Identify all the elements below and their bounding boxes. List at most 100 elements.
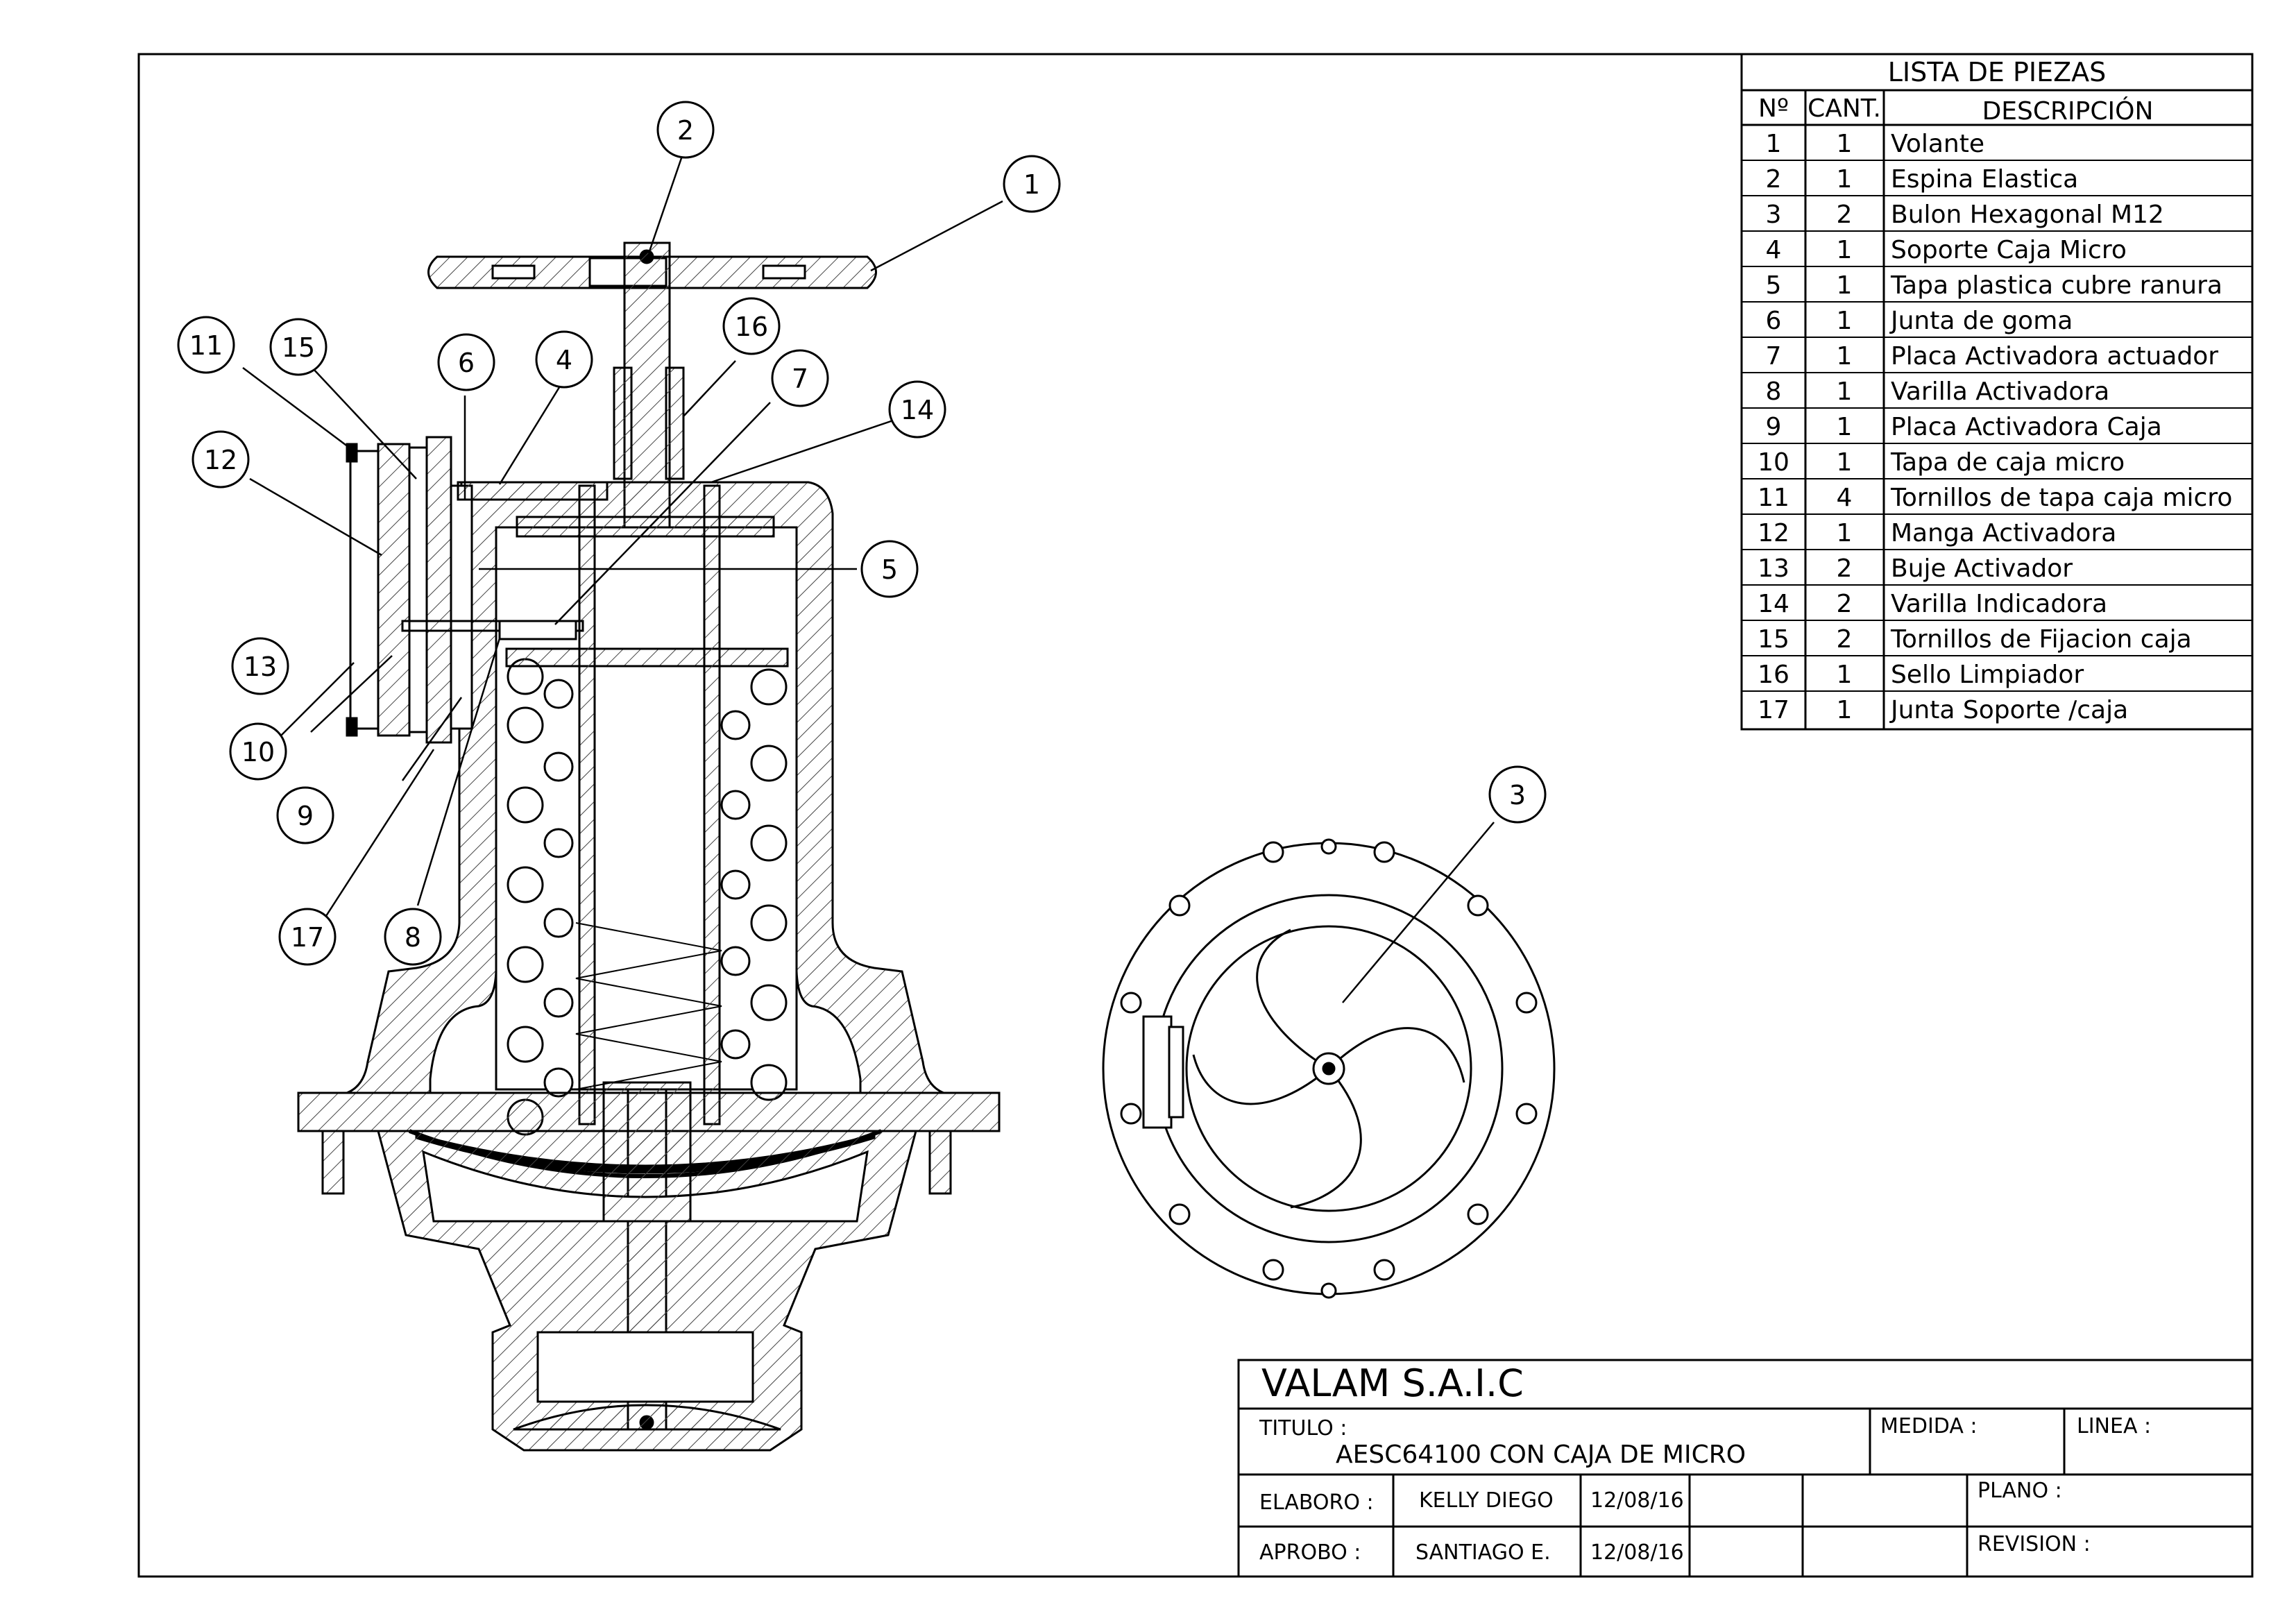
table-row: 1 1 Volante bbox=[1766, 130, 1984, 158]
balloon-11: 11 bbox=[177, 316, 235, 374]
svg-text:Bulon Hexagonal M12: Bulon Hexagonal M12 bbox=[1891, 201, 2164, 229]
svg-text:6: 6 bbox=[1766, 307, 1782, 335]
revision-label: REVISION : bbox=[1978, 1532, 2091, 1556]
svg-text:16: 16 bbox=[1758, 661, 1789, 689]
svg-text:14: 14 bbox=[901, 395, 934, 425]
balloon-16: 16 bbox=[722, 297, 781, 355]
svg-text:16: 16 bbox=[735, 312, 768, 342]
svg-text:Sello Limpiador: Sello Limpiador bbox=[1891, 661, 2084, 689]
svg-text:1: 1 bbox=[1837, 519, 1853, 547]
svg-text:6: 6 bbox=[458, 348, 475, 378]
svg-text:15: 15 bbox=[1758, 625, 1789, 654]
table-row: 16 1 Sello Limpiador bbox=[1758, 661, 2084, 689]
table-row: 3 2 Bulon Hexagonal M12 bbox=[1766, 201, 2164, 229]
plano-label: PLANO : bbox=[1978, 1479, 2062, 1503]
svg-text:1: 1 bbox=[1023, 169, 1040, 200]
svg-text:1: 1 bbox=[1837, 413, 1853, 441]
balloon-8: 8 bbox=[384, 908, 442, 966]
svg-text:1: 1 bbox=[1837, 696, 1853, 724]
svg-text:1: 1 bbox=[1766, 130, 1782, 158]
balloon-7: 7 bbox=[771, 349, 829, 407]
table-row: 6 1 Junta de goma bbox=[1766, 307, 2073, 335]
svg-text:Tornillos de tapa caja micro: Tornillos de tapa caja micro bbox=[1890, 484, 2232, 512]
balloon-13: 13 bbox=[231, 637, 289, 695]
svg-text:8: 8 bbox=[405, 922, 421, 953]
svg-text:Buje Activador: Buje Activador bbox=[1891, 554, 2073, 583]
company-name: VALAM S.A.I.C bbox=[1261, 1361, 1524, 1405]
balloon-17: 17 bbox=[278, 908, 337, 966]
balloon-1: 1 bbox=[1003, 155, 1061, 213]
svg-text:1: 1 bbox=[1837, 448, 1853, 477]
svg-text:1: 1 bbox=[1837, 165, 1853, 194]
svg-text:Tapa de caja micro: Tapa de caja micro bbox=[1890, 448, 2125, 477]
svg-text:1: 1 bbox=[1837, 271, 1853, 300]
svg-text:1: 1 bbox=[1837, 307, 1853, 335]
balloon-3: 3 bbox=[1488, 765, 1547, 824]
svg-text:2: 2 bbox=[1837, 554, 1853, 583]
svg-text:Volante: Volante bbox=[1891, 130, 1984, 158]
svg-text:Tapa plastica cubre ranura: Tapa plastica cubre ranura bbox=[1890, 271, 2222, 300]
aprobo-name: SANTIAGO E. bbox=[1415, 1540, 1551, 1565]
medida-label: MEDIDA : bbox=[1880, 1414, 1978, 1438]
svg-text:4: 4 bbox=[1766, 236, 1782, 264]
aprobo-date: 12/08/16 bbox=[1590, 1540, 1684, 1565]
svg-text:2: 2 bbox=[1837, 590, 1853, 618]
bolt-holes bbox=[1120, 838, 1538, 1299]
svg-text:2: 2 bbox=[1837, 201, 1853, 229]
titulo-label: TITULO : bbox=[1259, 1416, 1347, 1441]
balloon-15: 15 bbox=[269, 318, 328, 376]
svg-text:Espina Elastica: Espina Elastica bbox=[1891, 165, 2078, 194]
balloon-5: 5 bbox=[860, 540, 919, 598]
svg-text:4: 4 bbox=[1837, 484, 1853, 512]
balloon-6: 6 bbox=[437, 333, 495, 391]
svg-text:12: 12 bbox=[1758, 519, 1789, 547]
balloon-12: 12 bbox=[192, 430, 250, 488]
svg-text:12: 12 bbox=[204, 445, 237, 475]
balloon-4: 4 bbox=[535, 330, 593, 389]
svg-text:14: 14 bbox=[1758, 590, 1789, 618]
svg-text:2: 2 bbox=[1766, 165, 1782, 194]
linea-label: LINEA : bbox=[2077, 1414, 2151, 1438]
table-row: 12 1 Manga Activadora bbox=[1758, 519, 2116, 547]
svg-text:Manga Activadora: Manga Activadora bbox=[1891, 519, 2116, 547]
svg-text:1: 1 bbox=[1837, 130, 1853, 158]
table-row: 5 1 Tapa plastica cubre ranura bbox=[1766, 271, 2222, 300]
svg-text:4: 4 bbox=[556, 345, 572, 375]
parts-list-title: LISTA DE PIEZAS bbox=[1888, 57, 2106, 87]
leader-lines bbox=[242, 155, 1495, 1003]
header-description: DESCRIPCIÓN bbox=[1982, 96, 2154, 126]
svg-text:1: 1 bbox=[1837, 661, 1853, 689]
header-number: Nº bbox=[1758, 94, 1789, 123]
sheet-border bbox=[137, 53, 2254, 1578]
balloon-10: 10 bbox=[229, 722, 287, 781]
parts-list-table bbox=[1740, 53, 2254, 731]
titulo-value: AESC64100 CON CAJA DE MICRO bbox=[1336, 1441, 1746, 1469]
svg-text:Tornillos de Fijacion caja: Tornillos de Fijacion caja bbox=[1890, 625, 2192, 654]
svg-text:7: 7 bbox=[1766, 342, 1782, 371]
svg-text:5: 5 bbox=[1766, 271, 1782, 300]
svg-text:7: 7 bbox=[792, 364, 808, 394]
svg-text:Placa Activadora Caja: Placa Activadora Caja bbox=[1891, 413, 2162, 441]
table-row: 14 2 Varilla Indicadora bbox=[1758, 590, 2107, 618]
svg-text:10: 10 bbox=[1758, 448, 1789, 477]
svg-text:9: 9 bbox=[297, 801, 314, 831]
svg-text:3: 3 bbox=[1766, 201, 1782, 229]
svg-text:11: 11 bbox=[189, 330, 223, 361]
svg-text:Junta de goma: Junta de goma bbox=[1889, 307, 2073, 335]
header-quantity: CANT. bbox=[1808, 94, 1881, 123]
table-row: 10 1 Tapa de caja micro bbox=[1758, 448, 2125, 477]
title-block bbox=[1237, 1359, 2254, 1578]
svg-text:1: 1 bbox=[1837, 377, 1853, 406]
svg-text:11: 11 bbox=[1758, 484, 1789, 512]
svg-text:Junta Soporte /caja: Junta Soporte /caja bbox=[1889, 696, 2128, 724]
svg-text:Varilla Indicadora: Varilla Indicadora bbox=[1891, 590, 2107, 618]
svg-text:15: 15 bbox=[282, 332, 315, 363]
top-view bbox=[1102, 838, 1556, 1299]
svg-text:Soporte Caja Micro: Soporte Caja Micro bbox=[1891, 236, 2127, 264]
aprobo-label: APROBO : bbox=[1259, 1540, 1361, 1565]
